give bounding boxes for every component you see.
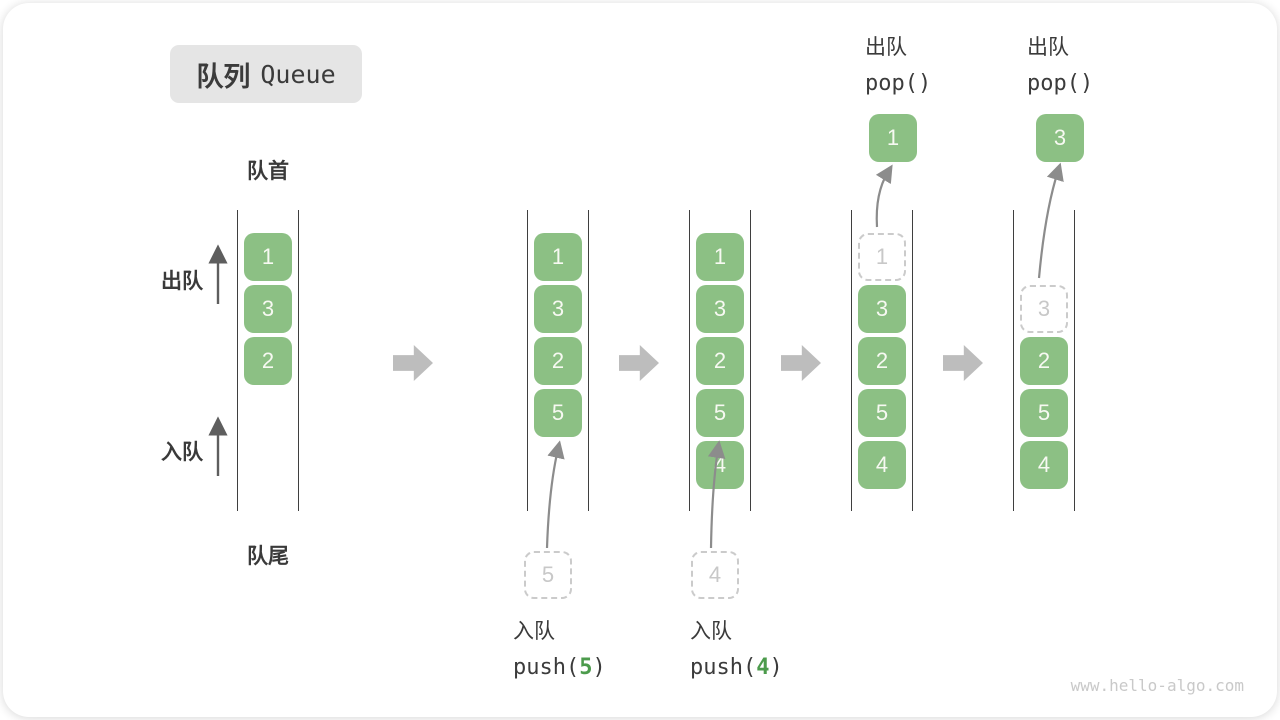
queue-box: 4 — [858, 441, 906, 489]
queue-walls-state3 — [689, 210, 751, 511]
op-caption-pop3: 出队 pop() — [1027, 30, 1093, 102]
queue-box: 2 — [858, 337, 906, 385]
op-close: ) — [769, 655, 783, 680]
queue-box: 5 — [696, 389, 744, 437]
queue-box: 3 — [534, 285, 582, 333]
op-caption-pop1: 出队 pop() — [865, 30, 931, 102]
title-zh: 队列 — [196, 61, 251, 92]
popped-box: 3 — [1036, 114, 1084, 162]
queue-box: 1 — [534, 233, 582, 281]
queue-box: 5 — [858, 389, 906, 437]
label-queue-rear: 队尾 — [247, 545, 289, 568]
queue-box: 5 — [534, 389, 582, 437]
op-label: 出队 — [1027, 36, 1069, 59]
queue-box: 2 — [1020, 337, 1068, 385]
op-label: 入队 — [690, 620, 732, 643]
op-close: ) — [592, 655, 606, 680]
ghost-removed-box: 3 — [1020, 285, 1068, 333]
queue-box: 3 — [858, 285, 906, 333]
queue-walls-state5 — [1013, 210, 1075, 511]
queue-box: 1 — [244, 233, 292, 281]
queue-box: 2 — [534, 337, 582, 385]
op-label: 入队 — [513, 620, 555, 643]
op-fn: push( — [513, 655, 580, 680]
label-queue-front: 队首 — [247, 160, 289, 183]
op-arg: 4 — [756, 655, 770, 680]
ghost-incoming-box: 4 — [691, 551, 739, 599]
queue-box: 4 — [696, 441, 744, 489]
label-enqueue-side: 入队 — [161, 441, 203, 464]
queue-walls-state1 — [237, 210, 299, 511]
op-code: pop() — [865, 71, 932, 96]
op-code: push(5) — [513, 650, 606, 686]
op-caption-push5: 入队 push(5) — [513, 614, 606, 686]
ghost-removed-box: 1 — [858, 233, 906, 281]
queue-walls-state2 — [527, 210, 589, 511]
queue-box: 3 — [244, 285, 292, 333]
op-label: 出队 — [865, 36, 907, 59]
op-code: push(4) — [690, 650, 783, 686]
title-en: Queue — [260, 59, 336, 89]
queue-box: 2 — [696, 337, 744, 385]
watermark: www.hello-algo.com — [1070, 676, 1244, 695]
queue-box: 3 — [696, 285, 744, 333]
op-fn: push( — [690, 655, 757, 680]
queue-walls-state4 — [851, 210, 913, 511]
ghost-incoming-box: 5 — [524, 551, 572, 599]
queue-box: 2 — [244, 337, 292, 385]
op-arg: 5 — [579, 655, 593, 680]
label-dequeue-side: 出队 — [161, 270, 203, 293]
op-caption-push4: 入队 push(4) — [690, 614, 783, 686]
popped-box: 1 — [869, 114, 917, 162]
queue-box: 5 — [1020, 389, 1068, 437]
queue-box: 4 — [1020, 441, 1068, 489]
op-code: pop() — [1027, 71, 1094, 96]
title-box: 队列 Queue — [170, 45, 362, 103]
queue-box: 1 — [696, 233, 744, 281]
